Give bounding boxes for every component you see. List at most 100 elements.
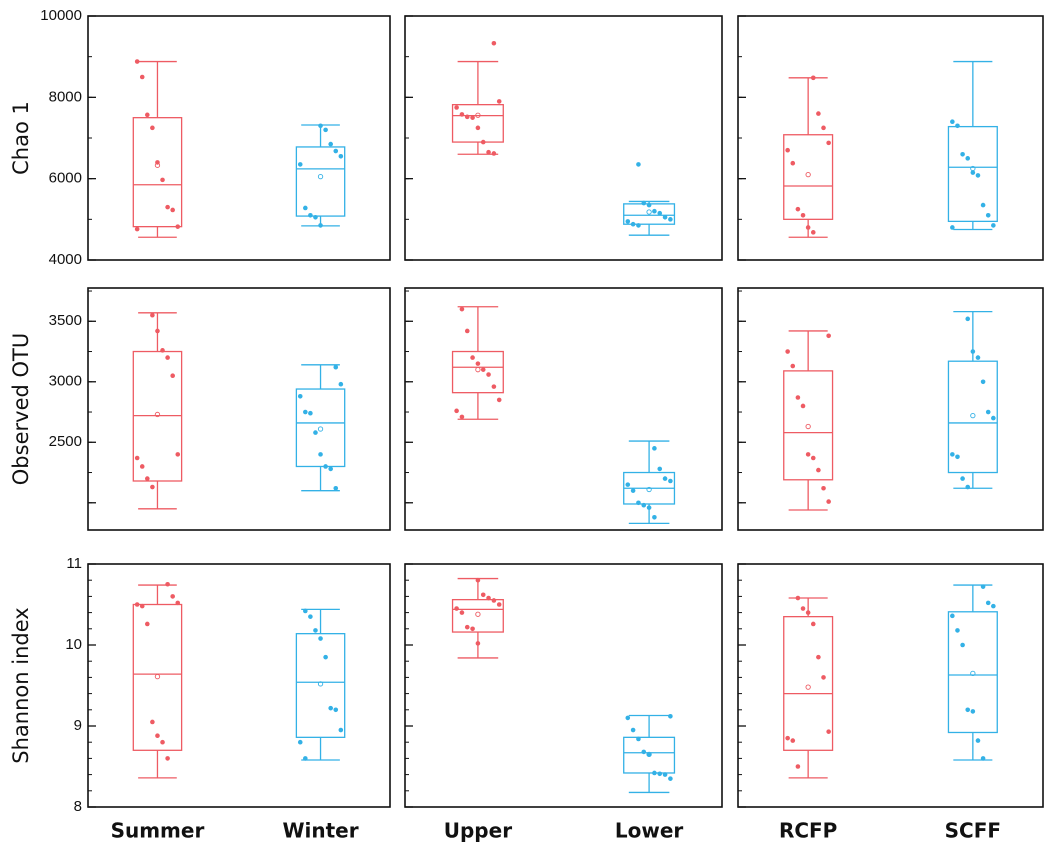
- box-summer: [132, 312, 183, 510]
- data-point: [950, 613, 955, 619]
- box-lower: [623, 713, 676, 794]
- panel-frame: [87, 287, 391, 531]
- data-point: [646, 752, 652, 757]
- data-point: [496, 99, 502, 104]
- data-point: [630, 727, 636, 733]
- iqr-box: [295, 146, 346, 217]
- data-point: [470, 626, 475, 632]
- mean-marker: [805, 684, 811, 690]
- y-tick-label: 3500: [49, 312, 82, 329]
- data-point: [657, 771, 663, 777]
- panel-frame: [404, 563, 723, 808]
- data-point: [486, 372, 491, 377]
- data-point: [625, 219, 631, 224]
- data-point: [308, 410, 313, 416]
- data-point: [950, 452, 955, 457]
- data-point: [826, 499, 831, 504]
- data-point: [313, 215, 318, 220]
- data-point: [165, 355, 170, 360]
- x-category-label: SCFF: [945, 819, 1001, 843]
- data-point: [338, 154, 344, 159]
- data-point: [145, 621, 150, 627]
- box-winter: [295, 608, 346, 761]
- iqr-box: [132, 603, 183, 751]
- data-point: [965, 484, 971, 490]
- data-point: [297, 393, 303, 399]
- data-point: [323, 127, 328, 133]
- panel-r1-c2: [404, 15, 723, 261]
- data-point: [155, 733, 160, 739]
- data-point: [980, 202, 986, 208]
- iqr-box: [947, 125, 998, 223]
- data-point: [313, 430, 318, 435]
- data-point: [303, 756, 308, 761]
- data-point: [668, 713, 673, 719]
- box-winter: [295, 123, 346, 228]
- mean-marker: [154, 673, 161, 680]
- data-point: [328, 705, 333, 711]
- data-point: [160, 177, 165, 183]
- data-point: [646, 202, 652, 208]
- data-point: [459, 306, 465, 312]
- mean-marker: [475, 112, 481, 118]
- data-point: [636, 162, 641, 167]
- data-point: [657, 466, 663, 472]
- data-point: [160, 739, 165, 745]
- data-point: [980, 756, 986, 761]
- data-point: [459, 414, 465, 420]
- data-point: [826, 140, 831, 146]
- data-point: [625, 715, 631, 721]
- data-point: [480, 367, 486, 372]
- mean-marker: [154, 411, 161, 418]
- y-axis-label: Shannon index: [9, 607, 33, 763]
- data-point: [641, 749, 647, 755]
- data-point: [630, 488, 636, 493]
- data-point: [496, 397, 502, 403]
- data-point: [165, 756, 170, 761]
- data-point: [985, 409, 991, 415]
- data-point: [308, 614, 313, 619]
- data-point: [975, 355, 981, 360]
- data-point: [652, 770, 657, 776]
- data-point: [636, 736, 641, 742]
- data-point: [150, 125, 155, 131]
- data-point: [630, 221, 636, 227]
- data-point: [810, 455, 816, 461]
- data-point: [470, 115, 475, 120]
- data-point: [475, 361, 481, 366]
- data-point: [464, 114, 470, 120]
- data-point: [150, 719, 155, 725]
- box-scff: [947, 60, 998, 231]
- data-point: [641, 200, 647, 206]
- data-point: [646, 505, 652, 510]
- data-point: [965, 707, 971, 713]
- data-point: [970, 709, 976, 714]
- data-point: [816, 111, 821, 116]
- data-point: [470, 355, 475, 360]
- data-point: [652, 208, 657, 214]
- data-point: [303, 608, 308, 614]
- box-summer: [132, 59, 183, 238]
- data-point: [475, 125, 481, 131]
- data-point: [459, 610, 465, 615]
- data-point: [170, 207, 175, 213]
- y-axis-label: Chao 1: [9, 101, 33, 175]
- data-point: [134, 455, 140, 461]
- data-point: [165, 581, 170, 587]
- data-point: [805, 452, 811, 457]
- data-point: [323, 654, 328, 660]
- data-point: [652, 446, 657, 451]
- data-point: [800, 403, 806, 409]
- data-point: [955, 628, 960, 633]
- data-point: [795, 206, 801, 212]
- data-point: [486, 149, 491, 155]
- iqr-box: [295, 388, 346, 468]
- data-point: [134, 59, 140, 64]
- data-point: [790, 738, 796, 743]
- data-point: [985, 600, 991, 606]
- mean-marker: [317, 426, 324, 432]
